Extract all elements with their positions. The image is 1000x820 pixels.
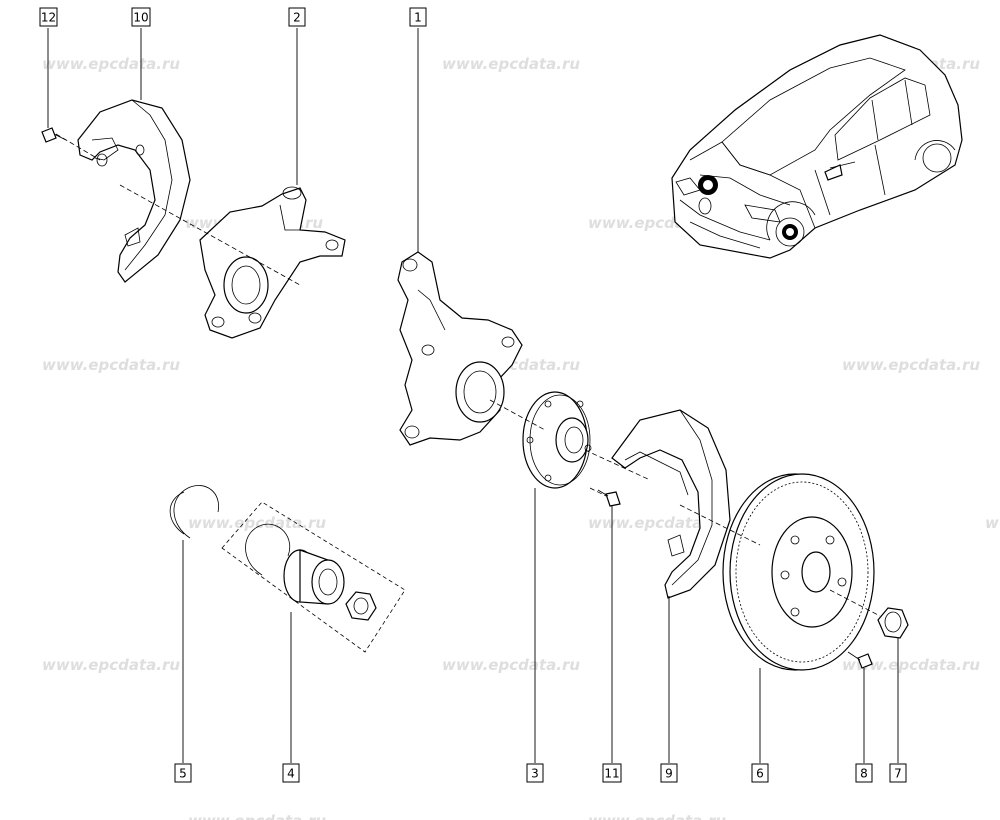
part-3-wheel-hub: [522, 391, 592, 489]
callout-6[interactable]: 6: [751, 763, 769, 783]
watermark: www.epcdata.ru: [442, 656, 580, 674]
callout-9[interactable]: 9: [660, 763, 678, 783]
callout-label: 1: [414, 11, 422, 25]
part-2-steering-knuckle: [199, 186, 346, 339]
callout-3[interactable]: 3: [526, 763, 544, 783]
callout-2[interactable]: 2: [288, 7, 306, 27]
callout-1[interactable]: 1: [409, 7, 427, 27]
car-illustration: [671, 34, 963, 259]
callout-label: 11: [604, 767, 619, 781]
part-7-hub-nut: [877, 607, 909, 639]
callout-11[interactable]: 11: [602, 763, 622, 783]
callout-label: 2: [293, 11, 301, 25]
callout-label: 4: [287, 767, 295, 781]
watermark: www.epcdata.ru: [842, 356, 980, 374]
watermark: www.epcdata.ru: [188, 812, 326, 820]
callout-label: 9: [665, 767, 673, 781]
callout-10[interactable]: 10: [131, 7, 151, 27]
callout-label: 8: [860, 767, 868, 781]
watermark: www.epcdata.ru: [42, 55, 180, 73]
part-9-backing-plate: [611, 409, 731, 599]
watermark: www.epcdata.ru: [188, 514, 326, 532]
callout-7[interactable]: 7: [889, 763, 907, 783]
watermark: www.epcdata.ru: [442, 55, 580, 73]
watermark: www.epcdata.ru: [588, 514, 726, 532]
callout-5[interactable]: 5: [174, 763, 192, 783]
callout-4[interactable]: 4: [282, 763, 300, 783]
callout-label: 7: [894, 767, 902, 781]
part-4-bearing-kit: [221, 501, 406, 653]
watermark: www.epcdata.ru: [842, 656, 980, 674]
assembly-axis: [55, 133, 881, 617]
callout-8[interactable]: 8: [855, 763, 873, 783]
watermark: www.epcdata.ru: [42, 356, 180, 374]
callout-label: 10: [133, 11, 148, 25]
watermark: www.epcdata.ru: [985, 514, 1000, 532]
callout-label: 3: [531, 767, 539, 781]
leader-lines: [47, 28, 899, 763]
callout-label: 12: [41, 11, 56, 25]
part-12-bolt: [41, 127, 67, 143]
part-6-brake-disc: [722, 473, 875, 671]
watermark: www.epcdata.ru: [42, 656, 180, 674]
part-8-screw: [847, 651, 873, 669]
part-11-bolt: [597, 489, 621, 507]
callout-12[interactable]: 12: [39, 7, 58, 27]
part-10-dust-shield: [77, 99, 191, 283]
callout-label: 5: [179, 767, 187, 781]
watermark: www.epcdata.ru: [588, 812, 726, 820]
callout-label: 6: [756, 767, 764, 781]
part-1-steering-knuckle: [397, 251, 523, 446]
